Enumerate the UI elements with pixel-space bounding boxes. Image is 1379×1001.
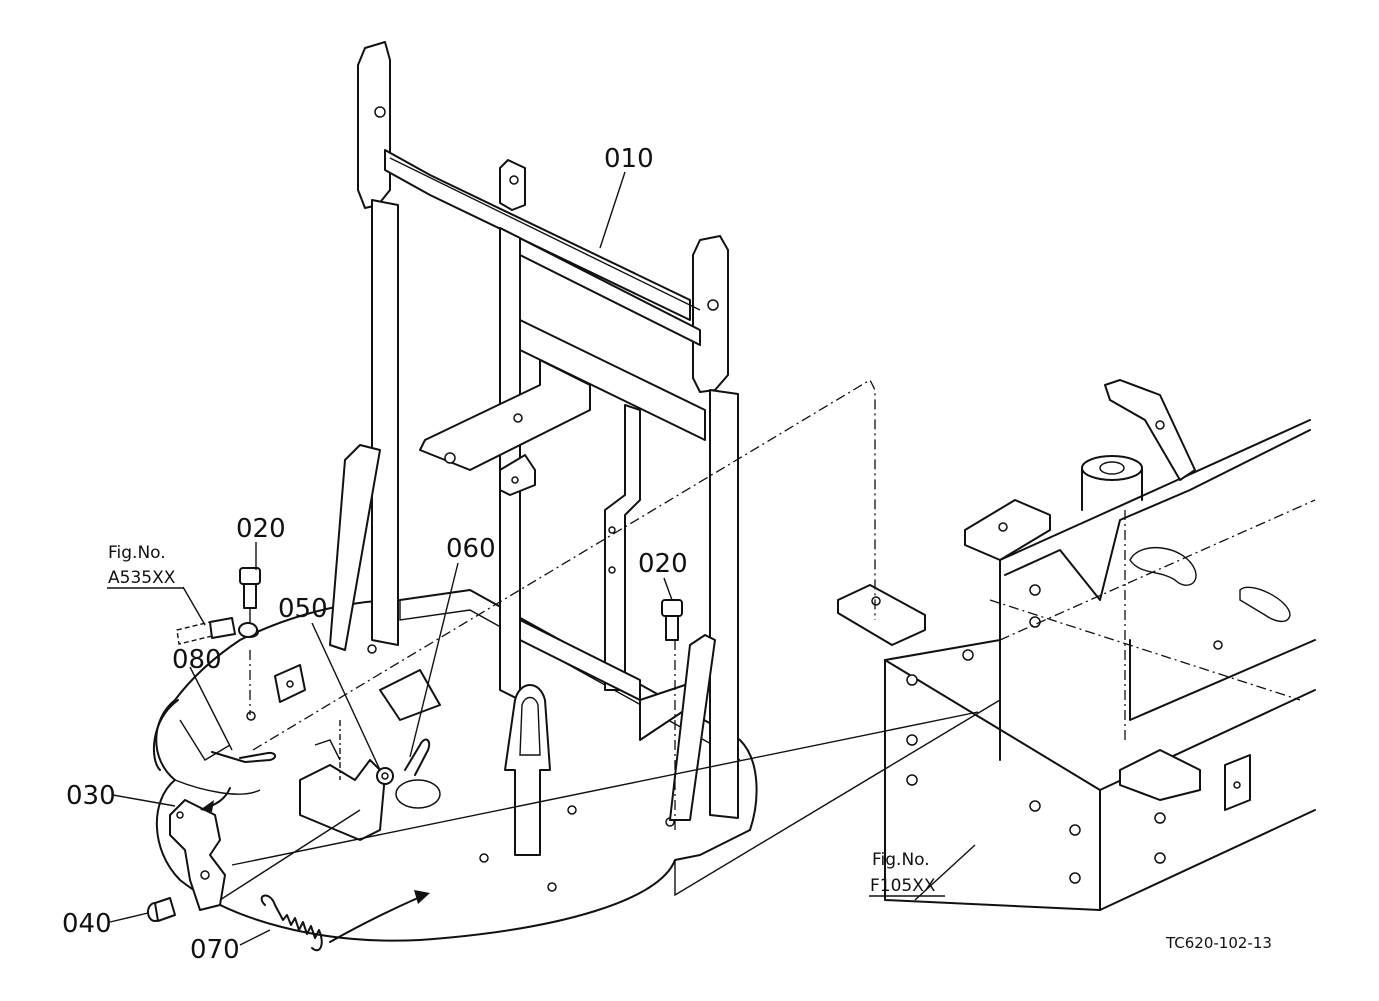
- seat-frame-010: [329, 41, 739, 821]
- clip-060: [404, 738, 431, 776]
- fig-ref-left-label: Fig.No.: [108, 543, 166, 563]
- bolt-020-right: [661, 599, 683, 641]
- chassis-f105xx: [837, 379, 1316, 911]
- label-040: 040: [62, 909, 112, 939]
- label-030: 030: [66, 781, 116, 811]
- assembly-lines: [109, 379, 1301, 946]
- base-plate: [155, 589, 758, 942]
- label-080: 080: [172, 645, 222, 675]
- drawing-code: TC620-102-13: [1165, 934, 1272, 952]
- plate-details: [274, 664, 551, 856]
- label-070: 070: [190, 935, 240, 965]
- label-020-left: 020: [236, 514, 286, 544]
- fig-ref-right-label: Fig.No.: [872, 850, 930, 870]
- connector-a535xx: [176, 617, 258, 645]
- label-020-right: 020: [638, 549, 688, 579]
- label-010: 010: [604, 144, 654, 174]
- hook-080: [211, 751, 276, 763]
- label-060: 060: [446, 534, 496, 564]
- part-labels: 010 020 020 030 040 050 060 070 080 Fig.…: [62, 144, 1272, 965]
- fig-ref-left-code: A535XX: [108, 568, 176, 588]
- fig-ref-right-code: F105XX: [870, 876, 936, 896]
- pin-040: [147, 897, 176, 922]
- spring-070: [260, 894, 323, 952]
- label-050: 050: [278, 594, 328, 624]
- washer-050: [376, 767, 394, 785]
